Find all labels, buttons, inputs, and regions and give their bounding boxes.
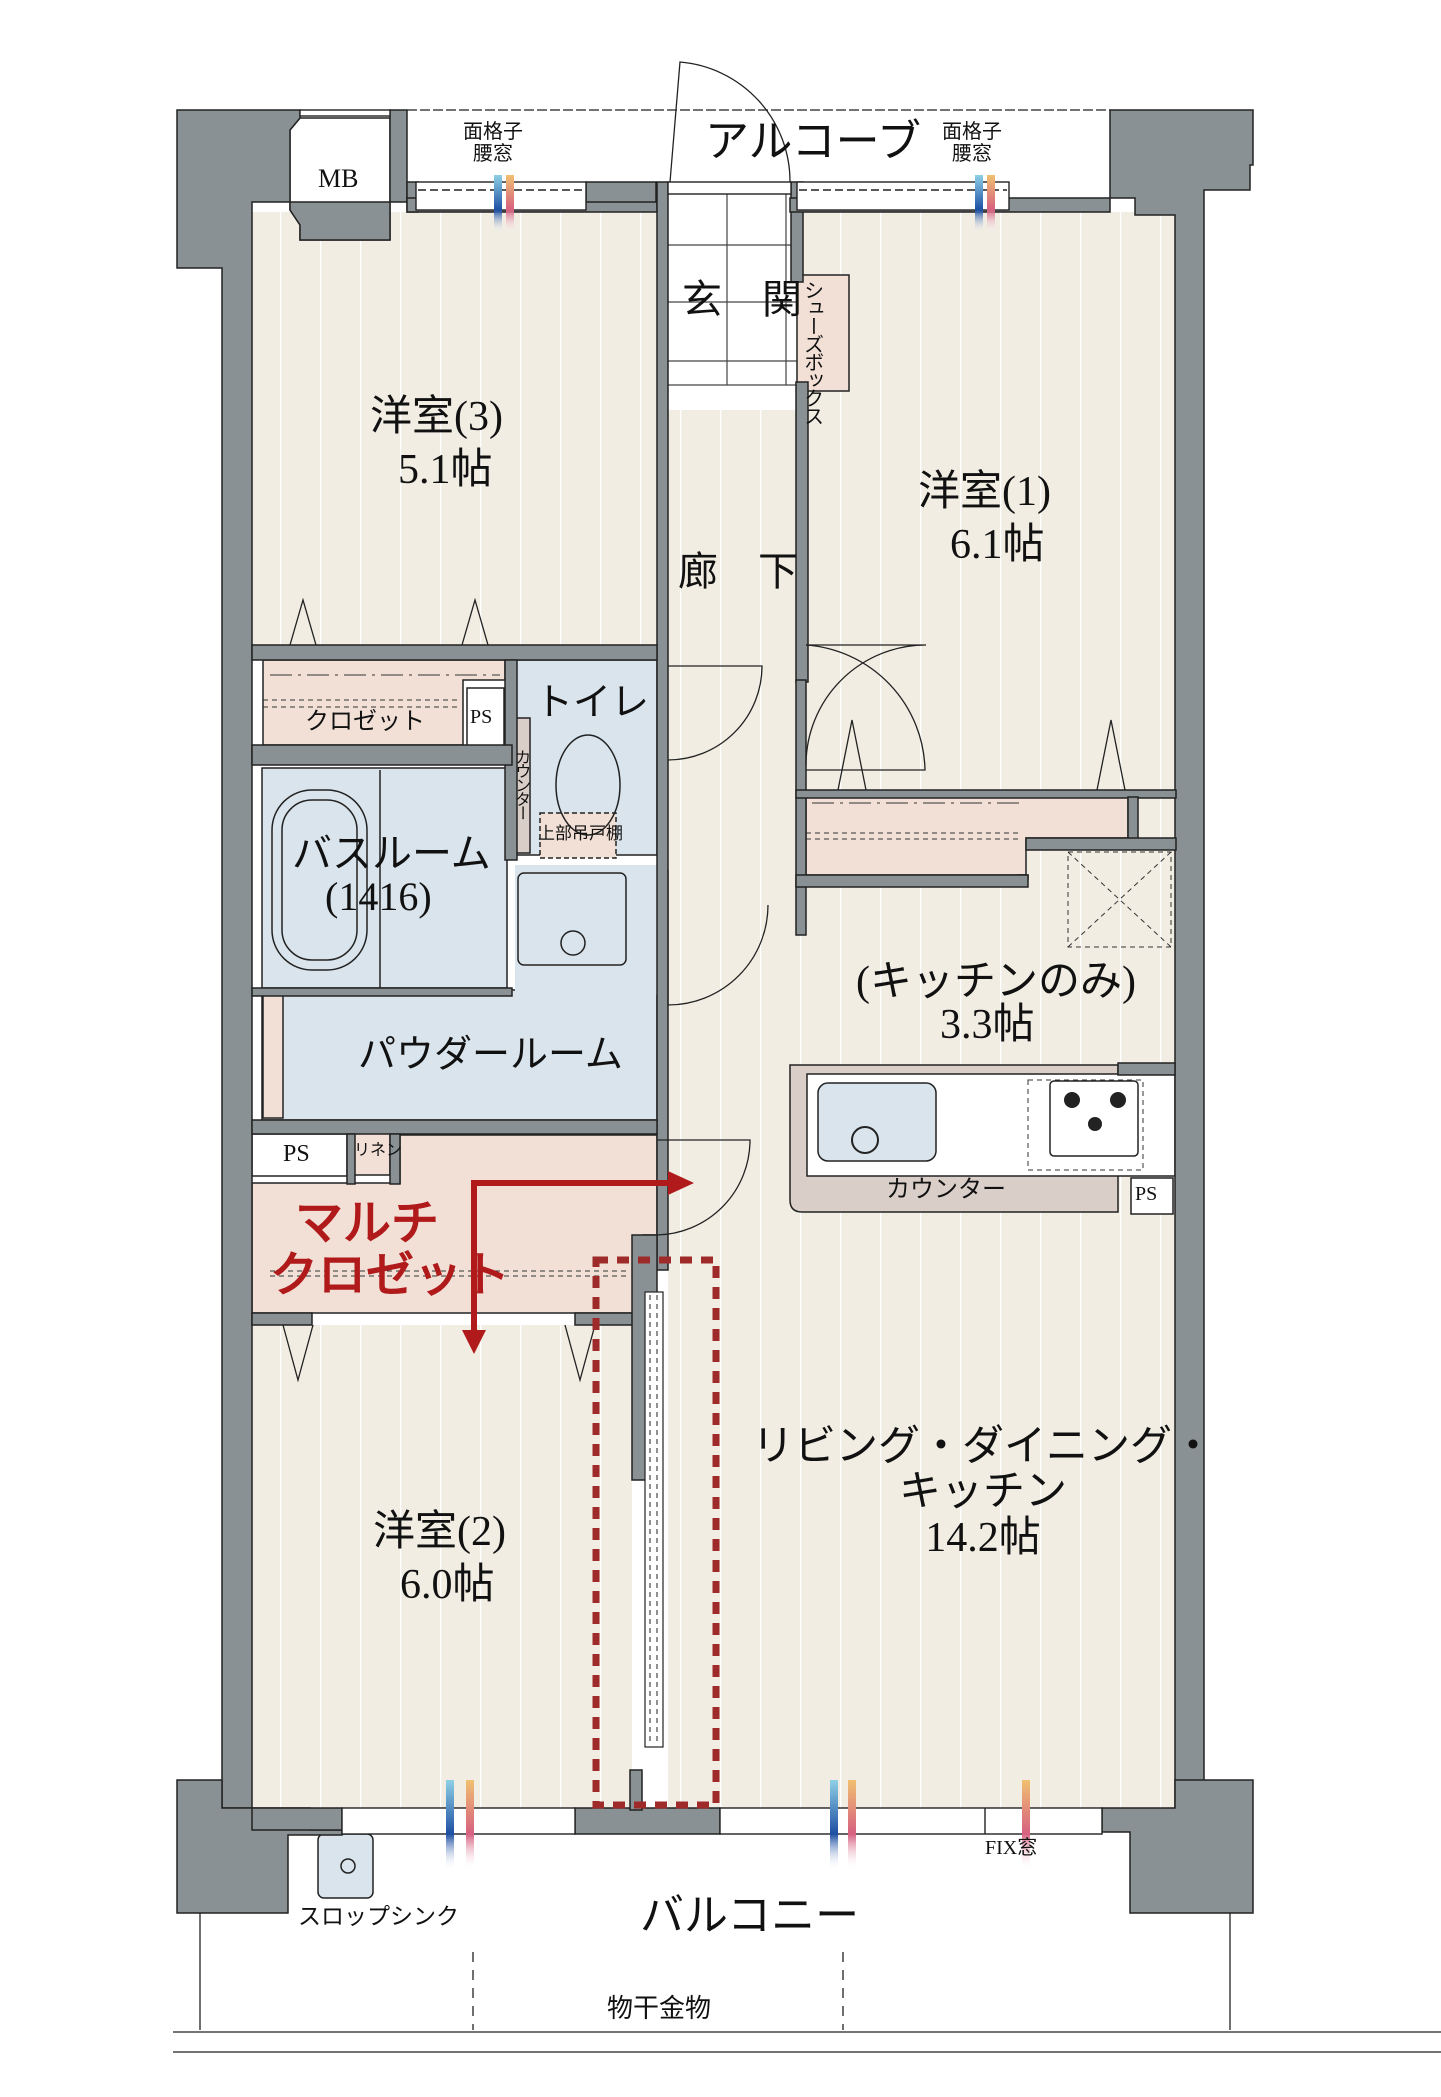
western3-name: 洋室(3) [370, 394, 503, 440]
bath-fixtures [271, 770, 627, 988]
western1-size: 6.1帖 [950, 522, 1045, 568]
powder-linen-strip [262, 992, 284, 1119]
entrance-door-frame [667, 181, 792, 195]
ldk-line2: キッチン [899, 1469, 1068, 1516]
door-powder [667, 870, 769, 1006]
door-swings [282, 61, 1126, 1383]
toilet-cabinet-shape [539, 812, 617, 859]
ps-kitchen-box [1130, 1177, 1174, 1215]
balcony-label: バルコニー [640, 1891, 860, 1940]
multi-closet-arrows [471, 1180, 670, 1335]
ps-top-box [466, 687, 505, 749]
hallway-label: 廊 下 [678, 549, 798, 594]
ps-mid-label: PS [283, 1141, 310, 1167]
kitchen-size: 3.3帖 [940, 1002, 1035, 1048]
washing-machine [517, 872, 627, 966]
sliding-partition [644, 1291, 664, 1748]
floor-bathroom [261, 767, 508, 989]
door-multi-closet [656, 1139, 751, 1236]
western1-name: 洋室(1) [918, 469, 1051, 515]
multi-closet-label: マルチ クロゼット [270, 1198, 510, 1302]
window-label-right: 面格子 腰窓 [942, 121, 1002, 165]
kitchen-counter-label: カウンター [886, 1177, 1006, 1203]
powder-label: パウダールーム [358, 1034, 623, 1076]
closets [251, 274, 1129, 1314]
window-label-right-line2: 腰窓 [952, 142, 992, 165]
western2-name: 洋室(2) [373, 1509, 506, 1555]
floor-entrance [668, 182, 800, 410]
mb-top-sash [299, 109, 391, 117]
door-toilet [667, 665, 763, 761]
floor-ldk [668, 1270, 1175, 1808]
shoe-box-shape [796, 274, 850, 392]
window-label-left-line2: 腰窓 [473, 142, 513, 165]
window-balcony-right [719, 1807, 1103, 1835]
toilet-cabinet-label: 上部吊戸棚 [538, 824, 623, 843]
bathtub [271, 789, 368, 971]
floor-hallway [668, 410, 803, 1270]
western3-size: 5.1帖 [398, 447, 493, 493]
entrance-label: 玄 関 [682, 277, 802, 322]
floor-western1 [800, 212, 1175, 792]
slop-sink-label: スロップシンク [298, 1904, 459, 1929]
linen-label: リネン [354, 1142, 403, 1159]
window-label-left: 面格子 腰窓 [463, 121, 523, 165]
window-western1 [796, 181, 1010, 211]
window-label-left-line1: 面格子 [463, 121, 523, 143]
multi-closet-line2: クロゼット [270, 1248, 511, 1302]
ldk-label: リビング・ダイニング・ キッチン 14.2帖 [752, 1424, 1215, 1561]
toilet-counter-label: カウンター [512, 749, 530, 819]
window-label-right-line1: 面格子 [942, 121, 1002, 143]
bathroom-size: (1416) [325, 874, 432, 919]
ps-top-label: PS [470, 706, 493, 728]
drying-hardware-label: 物干金物 [607, 1994, 712, 2023]
entrance-door [669, 61, 791, 183]
floor-western3 [252, 212, 657, 654]
windows [299, 109, 1103, 1835]
kitchen-sink [817, 1082, 937, 1162]
multi-closet-line1: マルチ [295, 1197, 440, 1250]
walls [176, 109, 1254, 1914]
toilet-label: トイレ [535, 682, 650, 724]
western2-size: 6.0帖 [400, 1562, 495, 1608]
floor-powder [261, 989, 658, 1121]
entrance-tiles [668, 182, 800, 386]
arrow-down-icon [462, 1330, 486, 1354]
shoe-box-label: シューズボックス [800, 280, 823, 424]
vents [446, 175, 1030, 1870]
balcony [173, 109, 1441, 2053]
window-balcony-left [341, 1807, 576, 1835]
slop-sink [317, 1833, 374, 1899]
toilet-bowl [555, 734, 621, 836]
ps-kitchen-label: PS [1135, 1183, 1158, 1205]
ldk-line1: リビング・ダイニング・ [752, 1424, 1215, 1470]
floor-powder-upper [515, 865, 657, 995]
ps-mid-box [251, 1133, 348, 1177]
kitchen-counter [789, 1064, 1176, 1213]
alcove-label: アルコーブ [705, 117, 922, 166]
fix-window-label: FIX窓 [985, 1837, 1038, 1859]
movable-partition-zone [592, 1256, 720, 1809]
floor-western2 [252, 1325, 632, 1808]
mb-label: MB [318, 164, 359, 193]
door-western1 [805, 644, 927, 766]
closet3-label: クロゼット [305, 709, 425, 735]
door-western1-swing [805, 644, 926, 771]
ldk-size: 14.2帖 [925, 1514, 1041, 1561]
bathroom-name: バスルーム [292, 831, 491, 876]
arrow-right-icon [668, 1171, 694, 1195]
kitchen-name: (キッチンのみ) [856, 959, 1136, 1005]
